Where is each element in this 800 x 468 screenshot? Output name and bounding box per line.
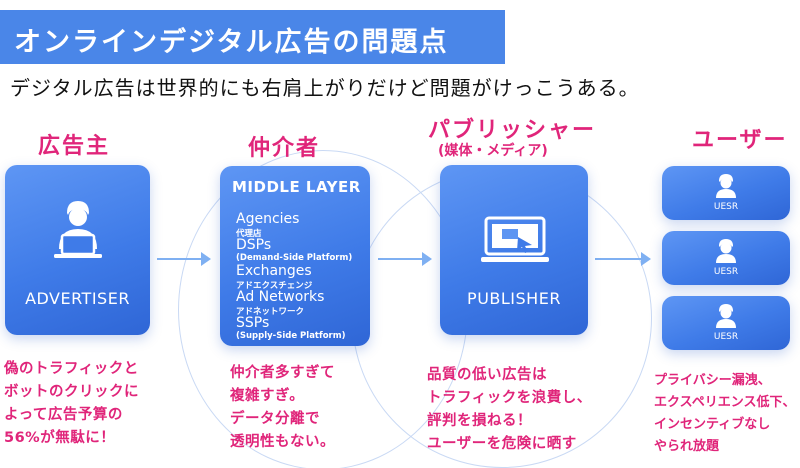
publisher-heading: パブリッシャー xyxy=(428,118,597,143)
user-card-3: UESR xyxy=(662,296,790,350)
arrow-advertiser-to-middle xyxy=(157,252,211,266)
page-subtitle: デジタル広告は世界的にも右肩上がりだけど問題がけっこうある。 xyxy=(10,76,640,100)
user-icon xyxy=(716,174,736,198)
user-card-1: UESR xyxy=(662,166,790,220)
middle-item-dsps: DSPs xyxy=(236,237,272,253)
advertiser-heading: 広告主 xyxy=(38,134,111,159)
publisher-card: PUBLISHER xyxy=(440,165,588,335)
middle-item-agencies: Agencies xyxy=(236,211,300,227)
middle-item-ssps: SSPs xyxy=(236,315,270,331)
arrow-middle-to-publisher xyxy=(378,252,432,266)
person-laptop-icon xyxy=(54,201,102,258)
middle-problem-note: 仲介者多すぎて 複雑すぎ。 データ分離で 透明性もない。 xyxy=(230,365,335,450)
arrow-publisher-to-user xyxy=(595,252,651,266)
user-heading: ユーザー xyxy=(692,128,788,153)
monitor-cursor-icon xyxy=(481,216,549,262)
middle-item-exchanges-sub: アドエクスチェンジ xyxy=(236,281,313,291)
publisher-subheading: (媒体・メディア) xyxy=(438,143,548,159)
middle-heading: 仲介者 xyxy=(248,136,321,161)
middle-item-agencies-sub: 代理店 xyxy=(236,229,262,239)
publisher-label: PUBLISHER xyxy=(467,289,561,308)
advertiser-label: ADVERTISER xyxy=(25,289,130,308)
user-card-1-label: UESR xyxy=(713,202,739,212)
advertiser-card: ADVERTISER xyxy=(5,165,150,335)
middle-layer-card: MIDDLE LAYER Agencies 代理店 DSPs (Demand-S… xyxy=(220,166,370,346)
middle-item-exchanges: Exchanges xyxy=(236,263,312,279)
middle-layer-title: MIDDLE LAYER xyxy=(232,178,361,196)
user-problem-note: プライバシー漏洩、 エクスペリエンス低下、 インセンティブなし やられ放題 xyxy=(654,373,796,454)
page-title: オンラインデジタル広告の問題点 xyxy=(0,10,505,64)
user-card-2: UESR xyxy=(662,231,790,285)
user-icon xyxy=(716,239,736,263)
middle-item-dsps-sub: (Demand-Side Platform) xyxy=(236,253,353,263)
user-card-2-label: UESR xyxy=(713,267,739,277)
middle-item-ad-networks: Ad Networks xyxy=(236,289,325,305)
middle-item-ssps-sub: (Supply-Side Platform) xyxy=(236,331,346,341)
advertiser-problem-note: 偽のトラフィックと ボットのクリックに よって広告予算の 56%が無駄に！ xyxy=(4,361,139,446)
user-card-3-label: UESR xyxy=(713,332,739,342)
publisher-problem-note: 品質の低い広告は トラフィックを浪費し、 評判を損ねる！ ユーザーを危険に晒す xyxy=(427,367,592,452)
middle-item-ad-networks-sub: アドネットワーク xyxy=(236,307,305,317)
user-icon xyxy=(716,304,736,328)
